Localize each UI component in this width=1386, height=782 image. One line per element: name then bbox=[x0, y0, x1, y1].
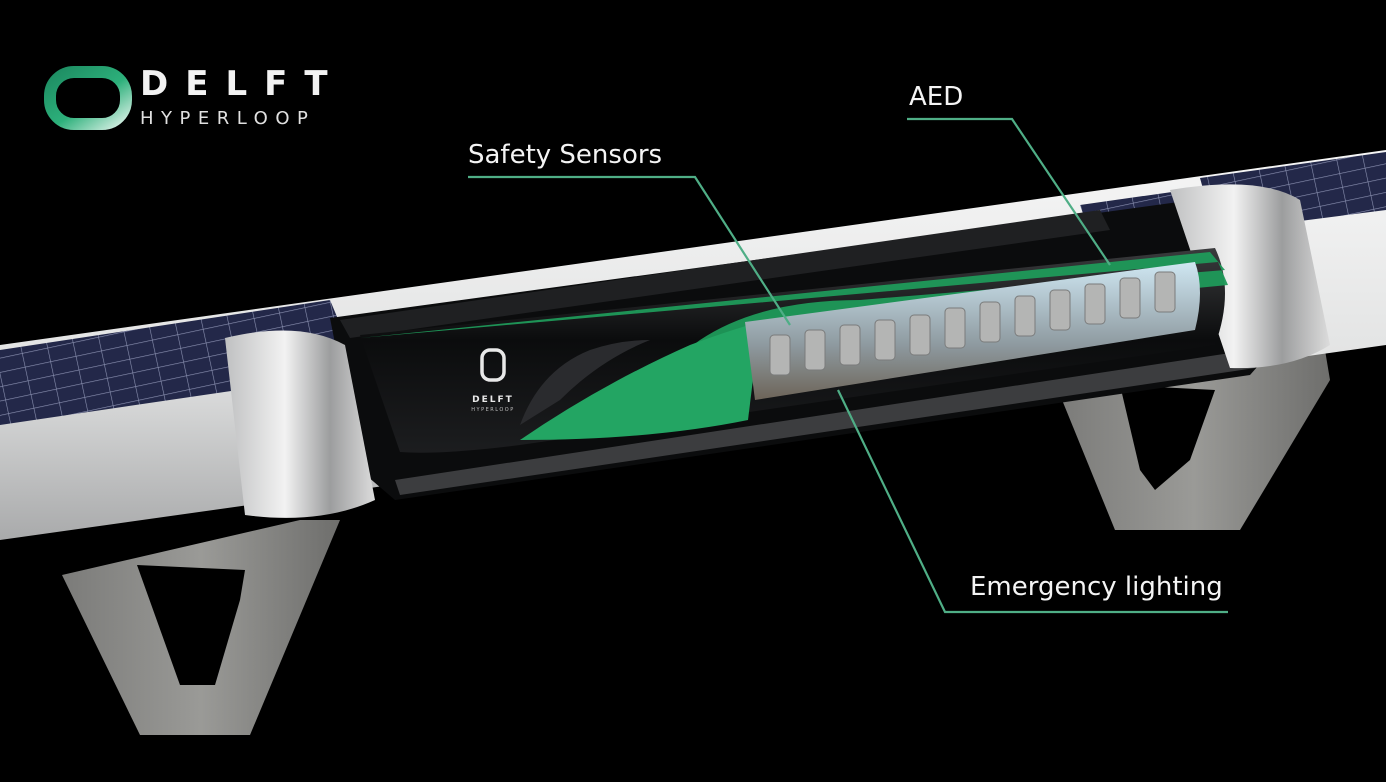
callout-safety-sensors: Safety Sensors bbox=[468, 140, 663, 170]
tube-joint-ring-left bbox=[225, 330, 375, 518]
delft-hyperloop-ring-icon bbox=[44, 66, 132, 130]
callout-leaders bbox=[468, 117, 1228, 614]
leader-emergency-lighting bbox=[837, 389, 1228, 614]
callout-emergency-lighting: Emergency lighting bbox=[970, 572, 1223, 602]
pod-logo-text: DELFT bbox=[472, 395, 514, 405]
pod-logo: DELFT HYPERLOOP bbox=[471, 348, 514, 413]
brand-logo: DELFT HYPERLOOP bbox=[44, 64, 334, 136]
leader-safety-sensors bbox=[468, 175, 791, 326]
callout-aed: AED bbox=[909, 82, 964, 112]
pod-logo-subtext: HYPERLOOP bbox=[471, 407, 514, 413]
hyperloop-pod: DELFT HYPERLOOP bbox=[360, 248, 1228, 453]
left-support-pillar bbox=[62, 520, 340, 735]
brand-subname: HYPERLOOP bbox=[140, 108, 316, 129]
brand-name: DELFT bbox=[140, 64, 345, 104]
tube-joint-ring-right bbox=[1170, 184, 1330, 369]
leader-aed bbox=[907, 117, 1111, 266]
passenger-seats bbox=[769, 271, 1176, 376]
